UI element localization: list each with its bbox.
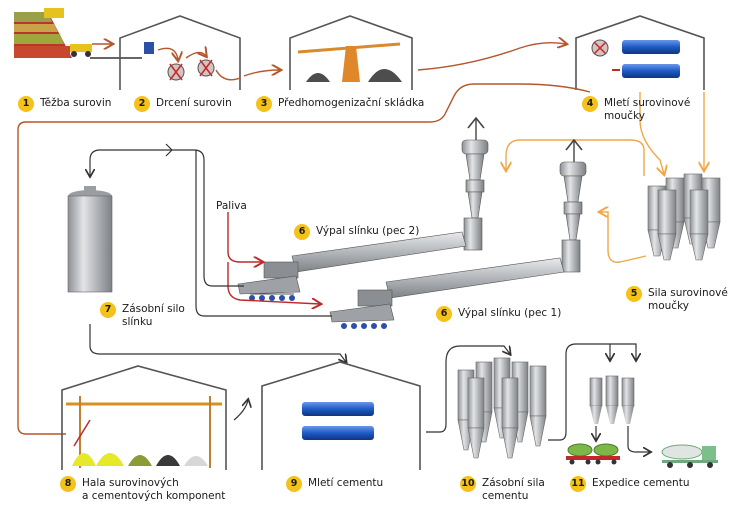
rail-wagons	[566, 443, 620, 465]
cement-silos	[457, 357, 547, 459]
kiln-2	[237, 116, 489, 295]
raw-meal-silos	[647, 173, 721, 261]
step-badge: 7	[100, 302, 116, 318]
step-text: Mletí surovinové	[604, 97, 691, 109]
step-badge: 4	[582, 96, 598, 112]
step-badge: 1	[18, 96, 34, 112]
step-text: Zásobní sila	[482, 477, 545, 489]
cement-flow	[426, 346, 510, 433]
step-text: Drcení surovin	[156, 97, 232, 109]
meal-flow-arrow	[600, 212, 647, 263]
kiln-2-cooler-fans	[249, 295, 295, 301]
kiln-1	[329, 138, 587, 323]
step-text: cementu	[482, 490, 529, 502]
step-badge: 2	[134, 96, 150, 112]
step-label-11: 11 Expedice cementu	[570, 476, 689, 492]
cement-mill-shed	[261, 361, 421, 470]
component-hall	[61, 365, 227, 470]
step-badge: 6	[294, 224, 310, 240]
meal-flow-arrow	[639, 92, 664, 174]
step-text: Mletí cementu	[308, 477, 384, 489]
step-label-2: 2 Drcení surovin	[134, 96, 232, 112]
step-text: Předhomogenizační skládka	[278, 97, 425, 109]
clinker-flow	[195, 150, 332, 317]
crushing-shed	[119, 15, 241, 90]
step-label-9: 9 Mletí cementu	[286, 476, 383, 492]
kiln-1-cooler-fans	[341, 323, 387, 329]
cement-flow	[548, 343, 636, 441]
step-text: Těžba surovin	[40, 97, 112, 109]
clinker-flow	[89, 324, 346, 362]
step-label-6-kiln-1: 6 Výpal slínku (pec 1)	[436, 306, 561, 322]
flow-arrow	[243, 70, 280, 77]
step-badge: 5	[626, 286, 642, 302]
fuel-label: Paliva	[216, 200, 247, 212]
raw-mill-shed	[575, 15, 705, 90]
step-text: moučky	[604, 110, 646, 122]
flow-arrow	[417, 43, 566, 71]
flow-return-line	[17, 83, 591, 435]
cement-truck	[661, 444, 718, 468]
prehomogenization-shed	[289, 15, 413, 90]
step-text: Výpal slínku (pec 2)	[316, 225, 420, 237]
step-text: moučky	[648, 300, 690, 312]
step-label-6-kiln-2: 6 Výpal slínku (pec 2)	[294, 224, 419, 240]
step-text: Hala surovinových	[82, 477, 179, 489]
flow-arrow	[233, 400, 248, 421]
step-badge: 10	[460, 476, 476, 492]
step-badge: 8	[60, 476, 76, 492]
step-badge: 3	[256, 96, 272, 112]
clinker-flow	[90, 149, 244, 287]
step-label-3: 3 Předhomogenizační skládka	[256, 96, 424, 112]
quarry-illustration	[14, 8, 142, 59]
step-text: Výpal slínku (pec 1)	[458, 307, 562, 319]
step-badge: 11	[570, 476, 586, 492]
step-text: Sila surovinové	[648, 287, 728, 299]
step-text: slínku	[122, 316, 153, 328]
step-badge: 9	[286, 476, 302, 492]
clinker-silo	[67, 186, 113, 293]
step-text: Expedice cementu	[592, 477, 690, 489]
dispatch-silos	[589, 375, 635, 424]
step-label-1: 1 Těžba surovin	[18, 96, 111, 112]
step-text: a cementových komponent	[82, 490, 226, 502]
step-badge: 6	[436, 306, 452, 322]
fuel-line	[227, 212, 262, 262]
step-text: Zásobní silo	[122, 303, 185, 315]
